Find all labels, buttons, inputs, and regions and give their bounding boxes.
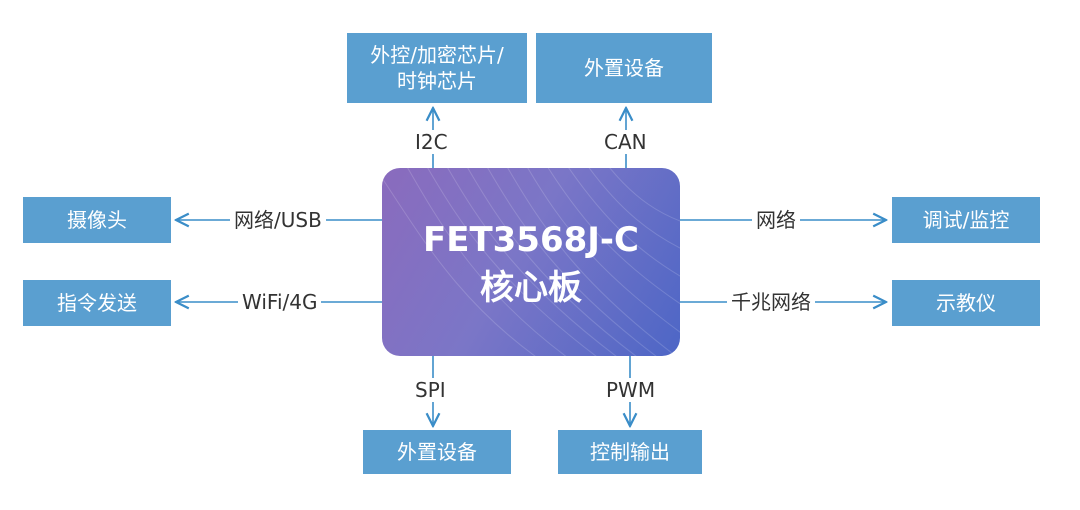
- label-i2c: I2C: [411, 130, 452, 154]
- core-wave-pattern: [382, 168, 680, 356]
- box-external-device-bottom: 外置设备: [363, 430, 511, 474]
- box-debug-monitor: 调试/监控: [892, 197, 1040, 243]
- label-spi: SPI: [411, 378, 450, 402]
- core-title: FET3568J-C: [423, 220, 639, 260]
- label-network: 网络: [752, 208, 800, 232]
- box-command-send: 指令发送: [23, 280, 171, 326]
- box-control-output: 控制输出: [558, 430, 702, 474]
- box-external-device-top: 外置设备: [536, 33, 712, 103]
- box-teach-pendant: 示教仪: [892, 280, 1040, 326]
- box-camera: 摄像头: [23, 197, 171, 243]
- label-wifi: WiFi/4G: [238, 290, 322, 314]
- label-can: CAN: [600, 130, 651, 154]
- label-pwm: PWM: [602, 378, 660, 402]
- label-gigabit-network: 千兆网络: [727, 290, 815, 314]
- box-encryption-clock-chip: 外控/加密芯片/ 时钟芯片: [347, 33, 527, 103]
- core-board: FET3568J-C 核心板: [382, 168, 680, 356]
- label-usb: 网络/USB: [230, 208, 326, 232]
- core-subtitle: 核心板: [480, 268, 582, 308]
